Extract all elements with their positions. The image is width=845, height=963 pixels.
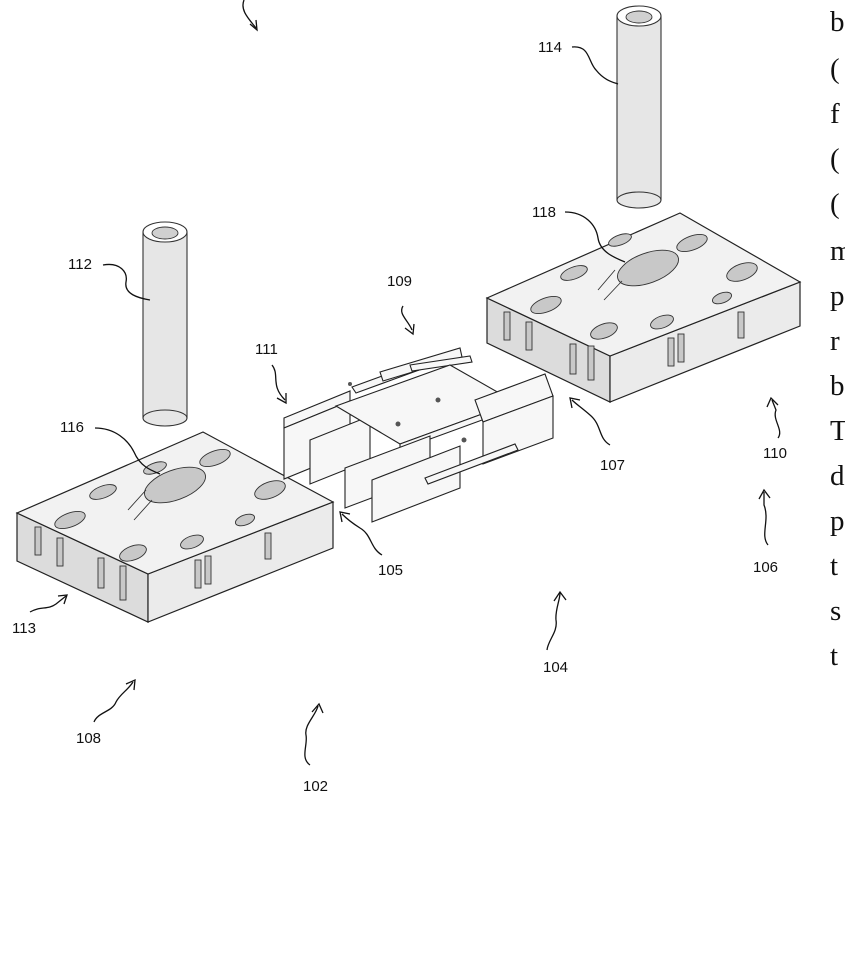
leader-106: [764, 492, 768, 545]
side-text-line: s: [830, 597, 841, 626]
label-108: 108: [76, 730, 101, 747]
label-116: 116: [60, 419, 84, 436]
label-114: 114: [538, 39, 562, 56]
side-text-line: f: [830, 100, 840, 129]
label-111: 111: [255, 341, 278, 358]
side-text-line: t: [830, 642, 838, 671]
leader-102: [305, 706, 318, 765]
side-text-line: (: [830, 145, 840, 174]
connector-assembly: [284, 348, 553, 522]
leader-110: [772, 400, 780, 438]
side-text-line: T: [830, 417, 845, 446]
leader-113: [30, 596, 66, 612]
label-118: 118: [532, 204, 556, 221]
side-text-line: d: [830, 462, 845, 491]
leader-109: [402, 306, 412, 330]
label-106: 106: [753, 559, 778, 576]
side-text-line: p: [830, 282, 845, 311]
right-frame: [487, 213, 800, 402]
side-text-line: p: [830, 507, 845, 536]
label-109: 109: [387, 273, 412, 290]
leader-108: [94, 682, 133, 722]
label-104: 104: [543, 659, 568, 676]
leader-114: [572, 47, 618, 84]
side-text-line: r: [830, 327, 840, 356]
side-text-line: m: [830, 237, 845, 266]
partial-leader-arrow: [243, 0, 256, 28]
side-text-line: (: [830, 55, 840, 84]
label-110: 110: [763, 445, 787, 462]
leader-107: [572, 400, 610, 445]
side-text-line: t: [830, 552, 838, 581]
cropped-side-text: b ( f ( ( m p r b T d p t s t: [826, 0, 845, 963]
label-107: 107: [600, 457, 625, 474]
leader-104: [547, 593, 560, 650]
side-text-line: (: [830, 190, 840, 219]
side-text-line: b: [830, 8, 845, 37]
leader-111: [272, 365, 285, 400]
left-tube: [143, 222, 187, 426]
label-112: 112: [68, 256, 92, 273]
label-102: 102: [303, 778, 328, 795]
label-105: 105: [378, 562, 403, 579]
label-113: 113: [12, 620, 36, 637]
side-text-line: b: [830, 372, 845, 401]
right-tube: [617, 6, 661, 208]
